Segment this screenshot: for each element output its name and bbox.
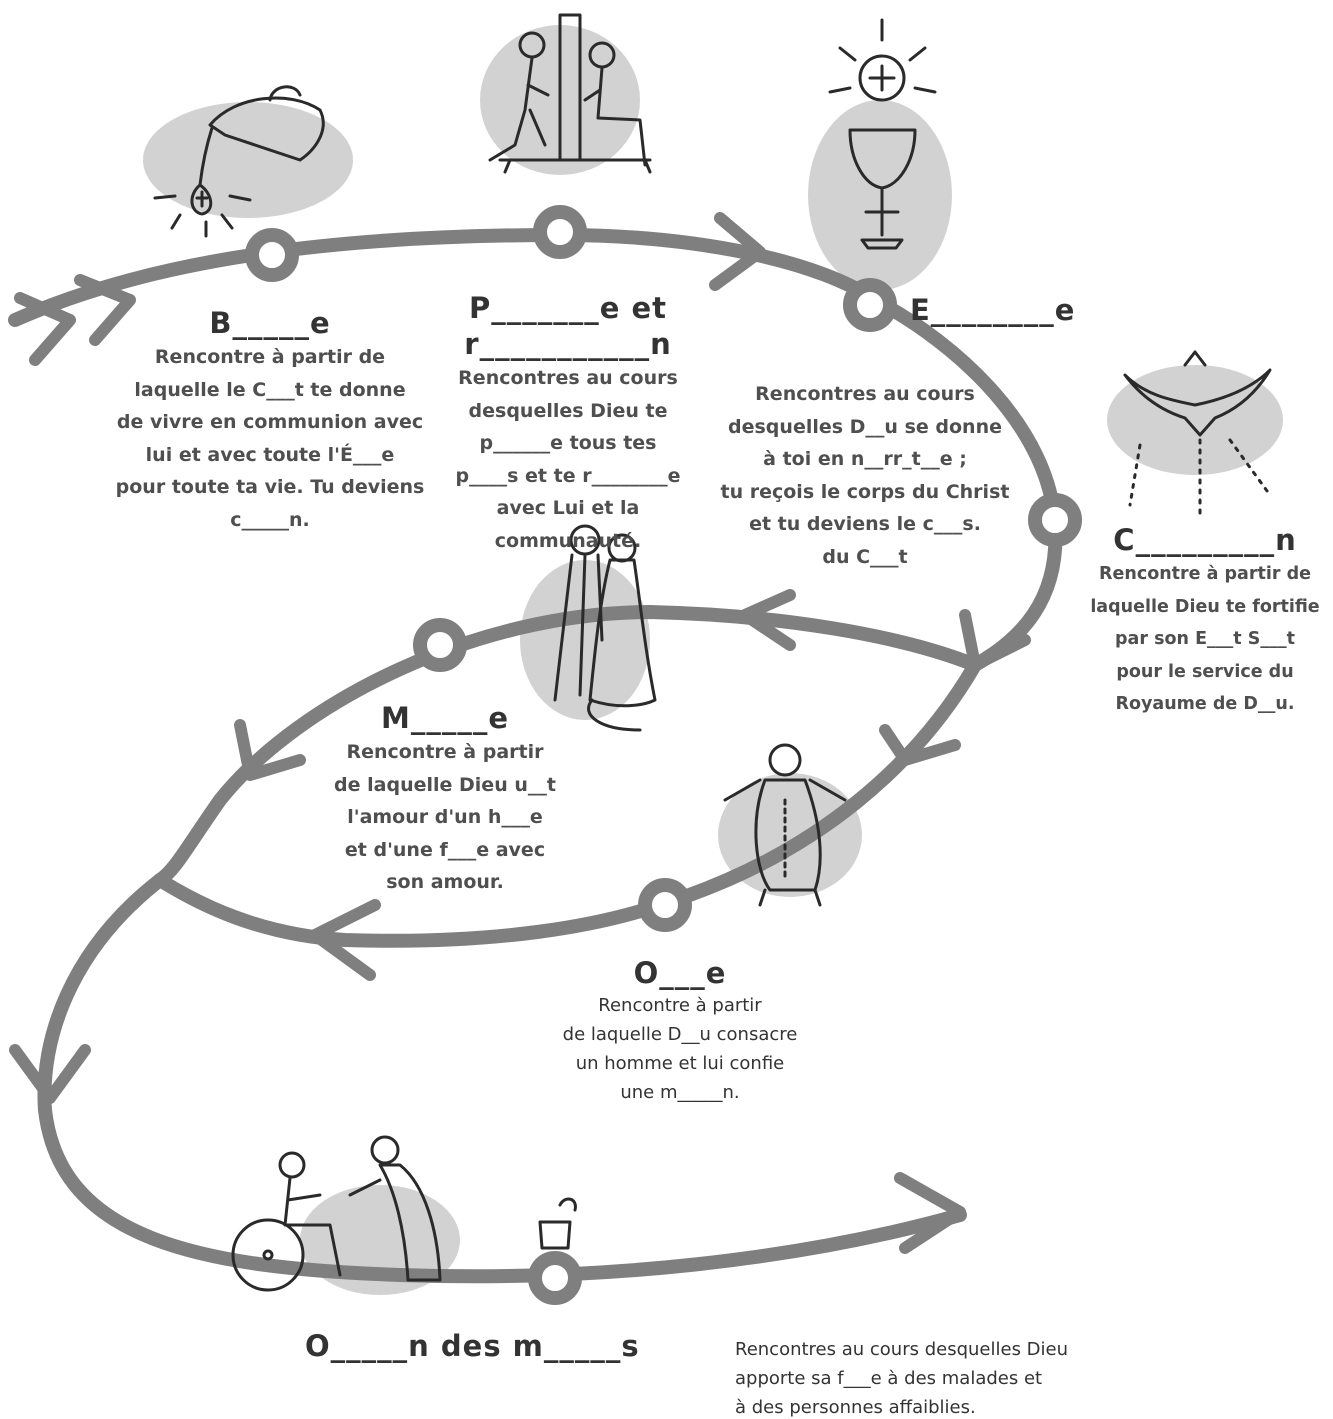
desc-line: l'amour d'un h___e — [347, 806, 543, 828]
title-mariage: M_____e — [380, 701, 510, 735]
desc-line: laquelle le C___t te donne — [134, 378, 406, 401]
dove-spirit-icon — [1123, 350, 1272, 517]
sacrament-bapteme: B_____e Rencontre à partir de laquelle l… — [110, 305, 430, 536]
sacrament-penitence: P_______e et r___________n Rencontres au… — [418, 290, 718, 557]
desc-line: Rencontre à partir — [346, 741, 544, 763]
desc-eucharistie: Rencontres au cours desquelles D__u se d… — [715, 378, 1015, 573]
desc-confirmation: Rencontre à partir de laquelle Dieu te f… — [1085, 558, 1325, 721]
arrow-top — [709, 212, 766, 291]
sacrament-ordre: O___e Rencontre à partir de laquelle D__… — [530, 955, 830, 1107]
desc-line: de laquelle D__u consacre — [562, 1024, 798, 1045]
path-lower-arc — [37, 873, 967, 1284]
sacrament-eucharistie: Rencontres au cours desquelles D__u se d… — [715, 378, 1015, 573]
backdrop-mariage — [520, 560, 650, 720]
desc-line: Rencontres au cours — [458, 367, 678, 389]
desc-ordre: Rencontre à partir de laquelle D__u cons… — [530, 991, 830, 1107]
desc-line: communauté. — [494, 529, 642, 552]
desc-line: Rencontre à partir de — [1099, 564, 1311, 584]
desc-bapteme: Rencontre à partir de laquelle le C___t … — [110, 341, 430, 536]
desc-line: du C___t — [822, 545, 908, 568]
backdrop-eucharistie — [808, 100, 952, 290]
title-penitence-line2: r___________n — [464, 327, 672, 361]
desc-line: de vivre en communion avec — [116, 411, 424, 433]
priest-ordination-icon — [723, 743, 847, 907]
desc-line: Royaume de D__u. — [1115, 694, 1295, 714]
arrow-end — [894, 1172, 966, 1254]
chalice-host-icon — [828, 18, 937, 250]
baptism-pitcher-icon — [153, 85, 325, 238]
desc-line: apporte sa f___e à des malades et — [735, 1368, 1043, 1389]
station-ordre — [638, 878, 692, 932]
desc-line: Rencontres au cours — [755, 383, 975, 405]
desc-line: desquelles D__u se donne — [728, 415, 1002, 438]
desc-mariage: Rencontre à partir de laquelle Dieu u__t… — [300, 736, 590, 899]
desc-line: Rencontres au cours desquelles Dieu — [735, 1339, 1069, 1360]
desc-line: une m_____n. — [620, 1082, 740, 1103]
title-penitence-line1: P_______e et — [468, 291, 668, 325]
desc-line: à toi en n__rr_t__e ; — [763, 448, 967, 470]
sacrament-confirmation: C_________n Rencontre à partir de laquel… — [1085, 522, 1325, 721]
wedding-couple-icon — [553, 524, 657, 732]
title-eucharistie: E________e — [910, 293, 1076, 327]
arrow-start-2 — [74, 274, 136, 346]
desc-line: tu reçois le corps du Christ — [720, 480, 1010, 503]
arrow-right-1 — [959, 609, 1031, 671]
title-confirmation: C_________n — [1113, 523, 1297, 557]
desc-line: par son E___t S___t — [1115, 629, 1295, 649]
sacrament-mariage: M_____e Rencontre à partir de laquelle D… — [300, 700, 590, 899]
desc-line: pour le service du — [1116, 661, 1294, 682]
desc-line: et tu deviens le c___s. — [749, 513, 981, 535]
desc-line: un homme et lui confie — [575, 1053, 785, 1074]
arrow-descend — [9, 1044, 91, 1104]
station-mariage — [413, 618, 467, 672]
title-bapteme: B_____e — [209, 306, 331, 340]
desc-line: p______e tous tes — [479, 432, 657, 454]
arrow-bottom-loop — [309, 899, 381, 981]
station-eucharistie — [843, 278, 897, 332]
desc-line: p____s et te r________e — [455, 464, 681, 487]
desc-line: avec Lui et la — [496, 497, 640, 519]
arrow-start-1 — [14, 292, 76, 366]
desc-line: pour toute ta vie. Tu deviens — [115, 476, 425, 498]
desc-line: c_____n. — [230, 508, 310, 531]
arrow-middle — [739, 589, 796, 651]
anointing-sick-icon — [231, 1135, 577, 1292]
desc-line: laquelle Dieu te fortifie — [1090, 596, 1320, 617]
desc-line: Rencontre à partir de — [154, 346, 386, 368]
arrow-right-2 — [879, 724, 961, 766]
desc-penitence: Rencontres au cours desquelles Dieu te p… — [418, 362, 718, 557]
path-arrowheads — [9, 212, 1031, 1254]
desc-line: à des personnes affaiblies. — [735, 1397, 976, 1418]
station-onction — [528, 1251, 582, 1305]
desc-onction: Rencontres au cours desquelles Dieu appo… — [735, 1335, 1135, 1419]
desc-line: son amour. — [386, 871, 504, 893]
title-ordre: O___e — [633, 956, 727, 990]
station-rings — [245, 205, 1082, 1305]
confession-icon — [488, 13, 652, 174]
station-bapteme — [245, 228, 299, 282]
station-confirmation — [1028, 493, 1082, 547]
desc-line: Rencontre à partir — [598, 995, 762, 1016]
title-onction: O_____n des m_____s — [305, 1329, 640, 1363]
arrow-left-loop — [234, 719, 306, 781]
sacrament-onction-title-block: O_____n des m_____s — [305, 1328, 715, 1364]
desc-line: desquelles Dieu te — [468, 399, 668, 422]
sacrament-onction: Rencontres au cours desquelles Dieu appo… — [735, 1335, 1135, 1419]
station-penitence — [533, 205, 587, 259]
desc-line: et d'une f___e avec — [344, 838, 546, 861]
desc-line: de laquelle Dieu u__t — [334, 773, 556, 796]
sacrament-eucharistie-title-block: E________e — [910, 292, 1130, 328]
desc-line: lui et avec toute l'É___e — [145, 443, 395, 466]
